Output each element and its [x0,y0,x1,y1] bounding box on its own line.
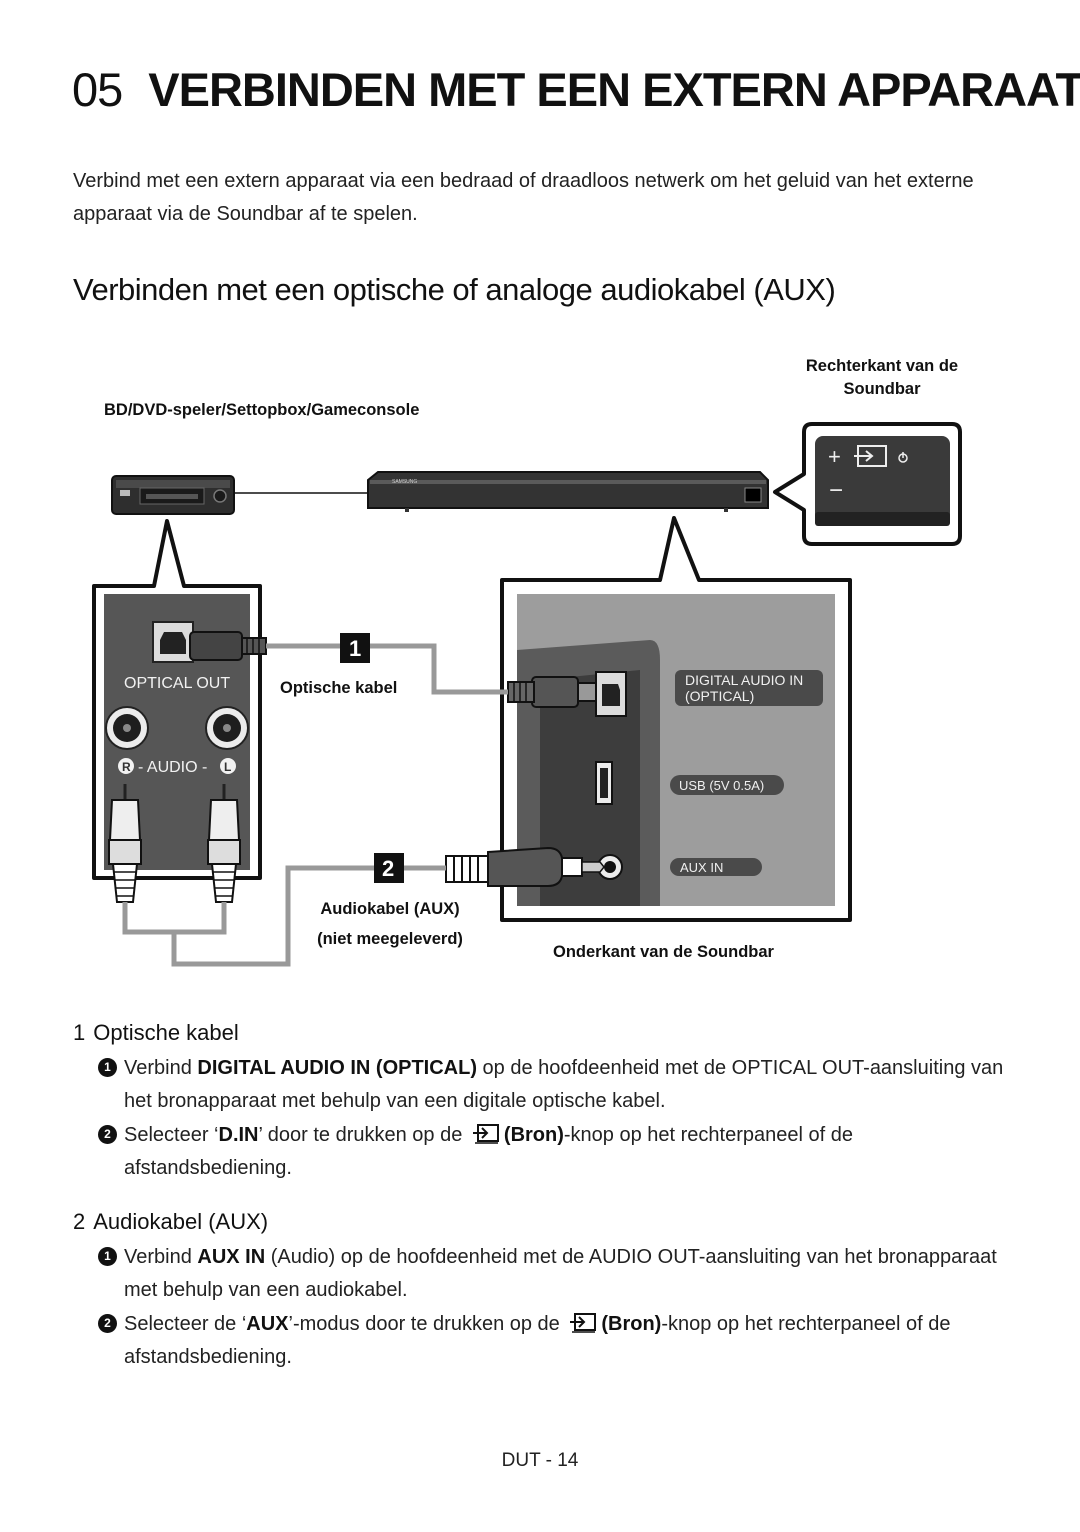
step-text: (Audio) op de hoofdeenheid met de AUDIO … [124,1246,997,1301]
intro-paragraph: Verbind met een extern apparaat via een … [73,170,974,225]
svg-text:−: − [829,477,843,504]
item-2-step-1: 1 Verbind AUX IN (Audio) op de hoofdeenh… [73,1241,1013,1307]
step-text: -knop op het rechterpaneel of de afstand… [124,1313,951,1368]
marker-2-bg [374,853,404,883]
page-footer: DUT - 14 [501,1450,579,1471]
soundbar-illustration: SAMSUNG [367,471,769,512]
step-text: -knop op het rechterpaneel of de afstand… [124,1124,853,1179]
label-aux-cable-line2: (niet meegeleverd) [317,930,463,948]
step-text: Selecteer ‘ [124,1124,219,1146]
port-audio-l: L [224,760,231,774]
step-text: Verbind [124,1057,198,1079]
step-text: Selecteer de ‘ [124,1313,247,1335]
source-button-icon [570,1313,597,1333]
chapter-title: 05 VERBINDEN MET EEN EXTERN APPARAAT [72,62,1080,117]
item-2-title: 2 Audiokabel (AUX) [73,1209,268,1235]
item-1-number: 1 [73,1020,86,1045]
svg-text:+: + [828,444,841,469]
item-2-step-2: 2 Selecteer de ‘AUX’-modus door te drukk… [73,1308,1013,1374]
step-bold: (Bron) [601,1313,662,1335]
label-optical-cable: Optische kabel [280,679,398,697]
soundbar-brand: SAMSUNG [392,479,417,485]
item-1-step-2-bullet: 2 [98,1125,117,1144]
source-back-panel-callout: OPTICAL OUT R - AUDIO - L [92,519,267,903]
step-text: Verbind [124,1246,198,1268]
label-source-device: BD/DVD-speler/Settopbox/Gameconsole [104,401,420,419]
section-title: Verbinden met een optische of analoge au… [73,272,836,307]
label-right-side-line1: Rechterkant van de [805,357,959,375]
step-text: op de hoofdeenheid met de OPTICAL OUT-aa… [124,1057,1004,1112]
source-device-illustration [111,475,235,515]
connection-diagram: SAMSUNG + − OPTICAL OUT [92,422,962,967]
step-bold: (Bron) [503,1124,564,1146]
port-digital-audio-line2: (OPTICAL) [685,688,754,704]
soundbar-bottom-callout: DIGITAL AUDIO IN (OPTICAL) USB (5V 0.5A)… [445,516,852,922]
port-digital-audio-line1: DIGITAL AUDIO IN [685,672,803,688]
port-audio-label: - AUDIO - [138,759,207,776]
label-right-side-line2: Soundbar [843,380,921,398]
step-text: ’ door te drukken op de [258,1124,468,1146]
item-2-title-text: Audiokabel (AUX) [93,1209,269,1234]
port-audio-r: R [122,760,131,774]
item-2-step-1-bullet: 1 [98,1247,117,1266]
port-optical-out-label: OPTICAL OUT [124,675,230,692]
label-bottom-soundbar: Onderkant van de Soundbar [553,943,774,961]
label-aux-cable: Audiokabel (AUX) (niet meegeleverd) [290,900,490,949]
label-aux-cable-line1: Audiokabel (AUX) [320,900,460,918]
item-2-number: 2 [73,1209,86,1234]
step-bold: AUX IN [197,1246,266,1268]
step-bold: D.IN [218,1124,259,1146]
step-text: ’-modus door te drukken op de [288,1313,566,1335]
chapter-number: 05 [72,63,123,116]
item-1-step-1: 1 Verbind DIGITAL AUDIO IN (OPTICAL) op … [73,1052,1013,1118]
item-1-step-2: 2 Selecteer ‘D.IN’ door te drukken op de… [73,1119,1013,1185]
marker-1: 1 [349,636,361,661]
item-1-title-text: Optische kabel [93,1020,239,1045]
step-bold: AUX [246,1313,289,1335]
port-aux-in-label: AUX IN [680,860,723,875]
label-right-side: Rechterkant van de Soundbar [782,357,982,399]
chapter-title-text: VERBINDEN MET EEN EXTERN APPARAAT [148,63,1080,116]
item-2-step-2-bullet: 2 [98,1314,117,1333]
item-1-step-1-bullet: 1 [98,1058,117,1077]
step-bold: DIGITAL AUDIO IN (OPTICAL) [197,1057,477,1079]
port-usb-label: USB (5V 0.5A) [679,778,764,793]
right-panel-callout: + − [773,422,962,546]
marker-1-bg [340,633,370,663]
item-1-title: 1 Optische kabel [73,1020,239,1046]
source-button-icon [472,1124,499,1144]
marker-2: 2 [382,856,394,881]
